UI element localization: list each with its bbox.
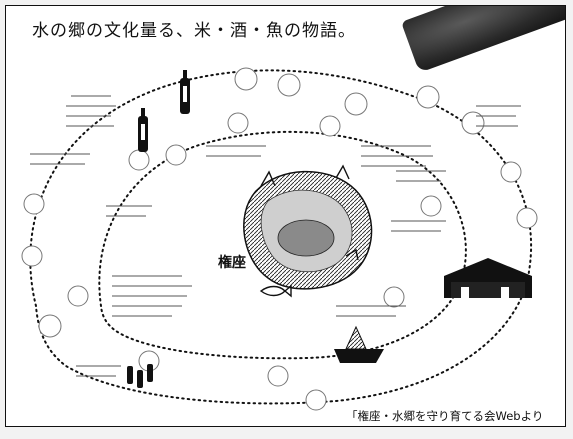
- annotation-strokes: [30, 95, 521, 377]
- boat-icon: [334, 325, 384, 363]
- warehouse-icon: [444, 258, 532, 298]
- page-title: 水の郷の文化量る、米・酒・魚の物語。: [32, 21, 356, 41]
- outer-flow-loop: [29, 69, 533, 405]
- flow-nodes: [21, 67, 538, 411]
- small-bottles-icon: [127, 364, 153, 388]
- diagram-frame: 水の郷の文化量る、米・酒・魚の物語。 権座 「権座・水郷を守り育てる会Webより: [5, 5, 566, 427]
- flow-diagram: [21, 67, 538, 411]
- center-label: 権座: [218, 255, 246, 271]
- inner-flow-loop: [98, 130, 467, 360]
- fish-icon: [259, 284, 292, 298]
- source-credit: 「権座・水郷を守り育てる会Webより: [346, 409, 544, 423]
- island-illustration: [243, 164, 373, 290]
- sake-bottle-icon: [138, 70, 190, 152]
